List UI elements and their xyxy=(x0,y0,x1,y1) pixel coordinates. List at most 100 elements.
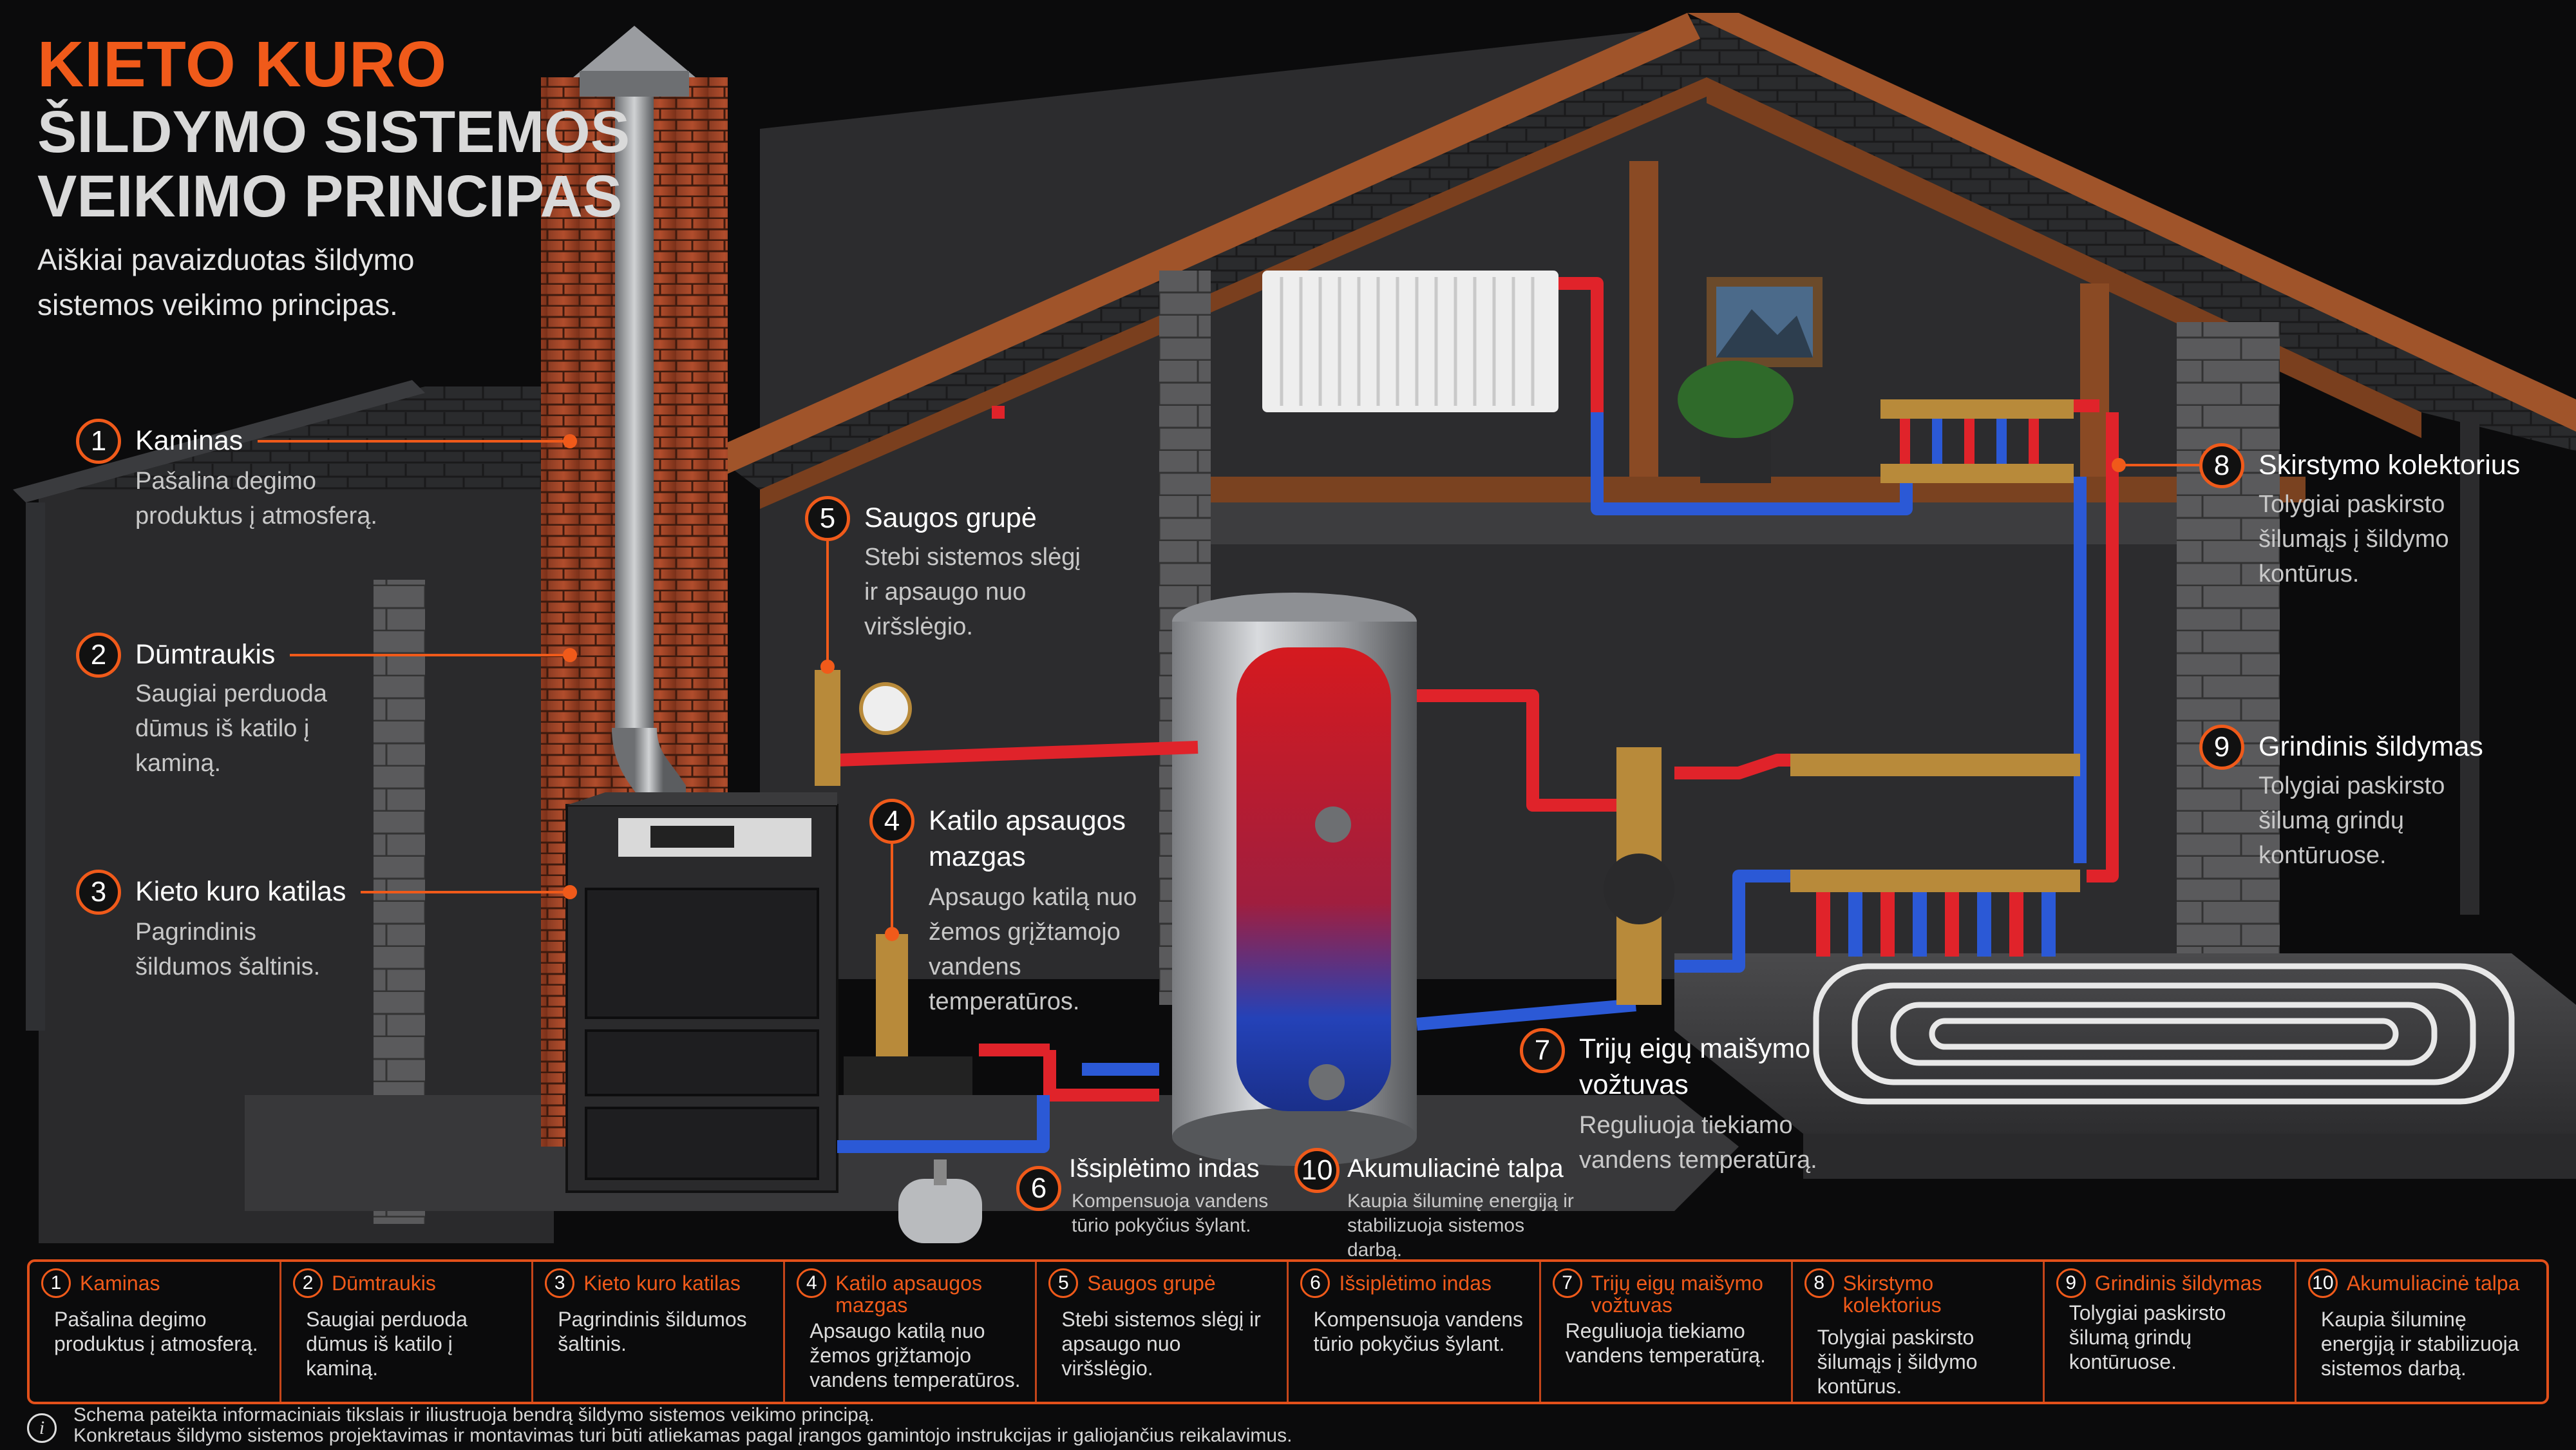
legend-title: Trijų eigų maišymo vožtuvas xyxy=(1591,1272,1763,1317)
callout-desc: Reguliuoja tiekiamo vandens temperatūrą. xyxy=(1579,1112,1817,1174)
gutter-pipe xyxy=(26,502,45,1031)
callout-leader-lines xyxy=(258,434,2199,941)
callout-desc: Tolygiai paskirsto šilumą grindų kontūru… xyxy=(2259,772,2445,869)
legend-title: Skirstymo kolektorius xyxy=(1842,1272,1942,1317)
title-line-1: KIETO KURO xyxy=(37,28,447,100)
picture-mountain xyxy=(1716,309,1813,358)
legend-bar: 1 Kaminas Pašalina degimo produktus į atm… xyxy=(27,1259,2549,1404)
legend-number: 6 xyxy=(1300,1268,1331,1298)
chimney-cap-base xyxy=(580,71,689,97)
legend-desc: Saugiai perduoda dūmus iš katilo į kamin… xyxy=(306,1308,468,1380)
callout-title: Trijų eigų maišymo vožtuvas xyxy=(1579,1033,1811,1100)
legend-number: 1 xyxy=(41,1268,71,1298)
callout-desc: Stebi sistemos slėgį ir apsaugo nuo virš… xyxy=(864,544,1081,640)
legend-desc: Stebi sistemos slėgį ir apsaugo nuo virš… xyxy=(1061,1308,1261,1380)
radiator xyxy=(1262,271,1558,412)
wing-roof xyxy=(13,386,708,490)
callout-number: 1 xyxy=(76,419,121,464)
legend-number: 10 xyxy=(2307,1268,2338,1298)
right-block-wall xyxy=(2177,322,2280,966)
roof-beam xyxy=(2080,283,2109,496)
roof-post xyxy=(1629,161,1658,496)
callout-number: 10 xyxy=(1294,1148,1340,1193)
underfloor-heating-loops xyxy=(1813,963,2515,1105)
legend-desc: Tolygiai paskirsto šilumąįs į šildymo ko… xyxy=(1817,1326,1978,1398)
flue-connector xyxy=(612,727,686,812)
legend-desc: Apsaugo katilą nuo žemos grįžtamojo vand… xyxy=(810,1319,1021,1391)
legend-number: 5 xyxy=(1048,1268,1079,1298)
callout-desc: Tolygiai paskirsto šilumąįs į šildymo ko… xyxy=(2259,491,2449,587)
callout-title: Dūmtraukis xyxy=(135,639,276,670)
plant-leaves xyxy=(1678,361,1794,438)
lower-manifold xyxy=(1790,754,2080,957)
callout-title: Išsiplėtimo indas xyxy=(1069,1154,1260,1183)
legend-desc: Tolygiai paskirsto šilumą grindų kontūru… xyxy=(2069,1301,2226,1373)
callout-desc: Pagrindinis šildumos šaltinis. xyxy=(135,919,321,980)
upper-manifold xyxy=(1880,399,2074,483)
callout-number: 3 xyxy=(76,870,121,915)
callout-desc: Pašalina degimo produktus į atmosferą. xyxy=(135,468,377,529)
legend-number: 4 xyxy=(797,1268,827,1298)
subtitle: Aiškiai pavaizduotas šildymo sistemos ve… xyxy=(37,243,415,321)
footnote-line-2: Konkretaus šildymo sistemos projektavima… xyxy=(73,1425,1293,1446)
legend-desc: Pagrindinis šildumos šaltinis. xyxy=(558,1308,747,1355)
legend-number: 9 xyxy=(2056,1268,2086,1298)
legend-item: 2 Dūmtraukis Saugiai perduoda dūmus iš ka… xyxy=(281,1262,534,1402)
legend-title: Kaminas xyxy=(80,1272,160,1295)
legend-desc: Kaupia šiluminę energiją ir stabilizuoja… xyxy=(2320,1308,2519,1380)
legend-title: Išsiplėtimo indas xyxy=(1339,1272,1492,1295)
callout-title: Kieto kuro katilas xyxy=(135,876,346,907)
legend-number: 7 xyxy=(1552,1268,1582,1298)
title-line-3: VEIKIMO PRINCIPAS xyxy=(37,164,623,229)
legend-item: 3 Kieto kuro katilas Pagrindinis šildumos… xyxy=(533,1262,786,1402)
expansion-vessel xyxy=(898,1159,982,1243)
legend-number: 3 xyxy=(545,1268,575,1298)
legend-title: Grindinis šildymas xyxy=(2094,1272,2262,1295)
callout-title: Kaminas xyxy=(135,425,243,456)
legend-title: Katilo apsaugos mazgas xyxy=(835,1272,982,1317)
safety-group-assembly xyxy=(815,670,912,786)
legend-item: 4 Katilo apsaugos mazgas Apsaugo katilą n… xyxy=(785,1262,1037,1402)
callout-desc: Saugiai perduoda dūmus iš katilo į kamin… xyxy=(135,680,327,777)
rafter-left xyxy=(760,77,1707,509)
callout-number: 5 xyxy=(805,496,850,541)
callout-title: Saugos grupė xyxy=(864,502,1037,533)
boiler-protection-assembly xyxy=(844,934,972,1095)
wing-roof-top xyxy=(13,380,425,502)
roof-eave-right xyxy=(1687,13,2576,432)
callout-title: Akumuliacinė talpa xyxy=(1347,1154,1564,1183)
mixing-valve-assembly xyxy=(1604,747,1674,1005)
legend-number: 2 xyxy=(293,1268,323,1298)
callout-number: 7 xyxy=(1520,1028,1565,1073)
callout-desc: Kaupia šiluminę energiją ir stabilizuoja… xyxy=(1347,1190,1574,1261)
legend-item: 1 Kaminas Pašalina degimo produktus į atm… xyxy=(30,1262,282,1402)
roof-eave-left xyxy=(708,13,1700,477)
legend-title: Kieto kuro katilas xyxy=(583,1272,741,1295)
floor-edge xyxy=(1803,1134,2576,1179)
solid-fuel-boiler xyxy=(565,792,838,1193)
callout-desc: Apsaugo katilą nuo žemos grįžtamojo vand… xyxy=(929,884,1137,1015)
legend-item: 5 Saugos grupė Stebi sistemos slėgį ir ap… xyxy=(1037,1262,1289,1402)
callout-title: Skirstymo kolektorius xyxy=(2259,450,2521,481)
legend-number: 8 xyxy=(1804,1268,1834,1298)
supply-pipes xyxy=(837,277,2119,1102)
legend-title: Dūmtraukis xyxy=(332,1272,436,1295)
heated-floor-slab xyxy=(1674,953,2576,1134)
legend-desc: Pašalina degimo produktus į atmosferą. xyxy=(54,1308,258,1355)
callout-desc: Kompensuoja vandens tūrio pokyčius šylan… xyxy=(1072,1190,1269,1236)
legend-desc: Reguliuoja tiekiamo vandens temperatūrą. xyxy=(1565,1319,1766,1367)
legend-title: Saugos grupė xyxy=(1087,1272,1216,1295)
return-pipes xyxy=(837,412,2087,1153)
info-icon: i xyxy=(27,1413,57,1443)
legend-item: 7 Trijų eigų maišymo vožtuvas Reguliuoja … xyxy=(1541,1262,1793,1402)
legend-item: 8 Skirstymo kolektorius Tolygiai paskirst… xyxy=(1793,1262,2045,1402)
callout-title: Grindinis šildymas xyxy=(2259,731,2483,762)
callout-number: 9 xyxy=(2199,725,2244,770)
callout-number: 2 xyxy=(76,633,121,678)
footnote-line-1: Schema pateikta informaciniais tikslais … xyxy=(73,1404,875,1426)
legend-item: 9 Grindinis šildymas Tolygiai paskirsto š… xyxy=(2045,1262,2297,1402)
legend-title: Akumuliacinė talpa xyxy=(2346,1272,2520,1295)
title-line-2: ŠILDYMO SISTEMOS xyxy=(37,99,630,165)
